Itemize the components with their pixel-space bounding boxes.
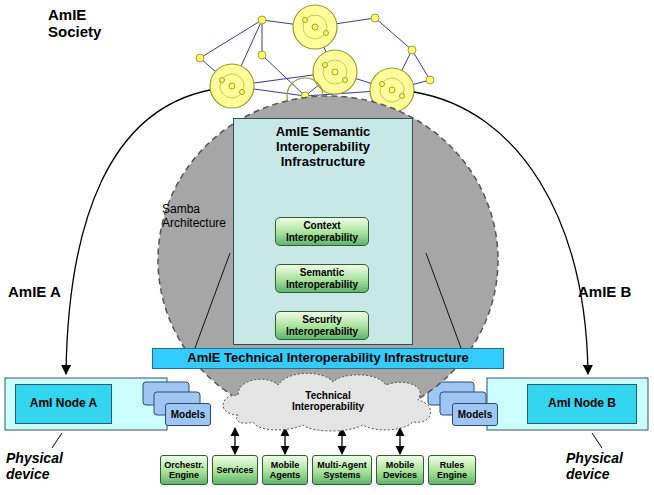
device-label: Physical device	[566, 450, 636, 482]
society-inner-rings	[220, 15, 404, 102]
component-box: Multi-Agent Systems	[312, 455, 372, 485]
technical-infrastructure-band: AmIE Technical Interoperability Infrastr…	[152, 348, 504, 369]
leader-line	[592, 433, 602, 448]
architecture-ellipse: Samba Architecture AmIE Semantic Interope…	[157, 95, 499, 425]
node-text: AmIE Semantic Interoperability Infrastru…	[237, 125, 409, 170]
interop-box: Security Interoperability	[275, 311, 369, 340]
node-text: AmIE Technical Interoperability Infrastr…	[187, 351, 469, 366]
node-text: Mobile Devices	[380, 460, 420, 481]
system-label: AmIE B	[578, 283, 648, 300]
society-label: AmIE Society	[48, 6, 128, 41]
component-box: Mobile Agents	[262, 455, 308, 485]
ami-node-box: AmI Node B	[527, 384, 637, 424]
ami-node-box: AmI Node A	[15, 384, 112, 424]
double-arrow	[284, 428, 285, 454]
node-text: Orchestr. Engine	[164, 460, 204, 481]
society-points	[196, 14, 434, 100]
node-text: Context Interoperability	[279, 220, 365, 243]
node-text: Models	[458, 409, 492, 421]
node-text: Multi-Agent Systems	[316, 460, 368, 481]
double-arrow	[399, 428, 400, 454]
node-text: AmI Node B	[548, 397, 616, 411]
technical-interoperability-cloud: Technical Interoperability	[218, 370, 438, 432]
node-text: Samba Architecture	[162, 203, 232, 231]
models-box: Models	[452, 403, 498, 426]
interop-box: Context Interoperability	[275, 217, 369, 246]
node-text: Technical Interoperability	[273, 390, 383, 413]
node-text: AmI Node A	[30, 397, 98, 411]
node-text: Security Interoperability	[279, 314, 365, 337]
component-box: Mobile Devices	[376, 455, 424, 485]
component-box: Rules Engine	[428, 455, 476, 485]
node-text: Models	[171, 409, 205, 421]
interop-box: Semantic Interoperability	[275, 264, 369, 293]
system-label: AmIE A	[8, 283, 78, 300]
leader-line	[52, 433, 62, 448]
component-box: Services	[212, 455, 258, 485]
models-box: Models	[165, 403, 211, 426]
node-housing	[487, 378, 648, 430]
component-box: Orchestr. Engine	[160, 455, 208, 485]
node-text: Semantic Interoperability	[279, 267, 365, 290]
node-text: Rules Engine	[432, 460, 472, 481]
device-label: Physical device	[6, 450, 76, 482]
node-text: Mobile Agents	[266, 460, 304, 481]
double-arrow	[341, 428, 342, 454]
double-arrow	[234, 428, 235, 454]
semantic-infrastructure-box: AmIE Semantic Interoperability Infrastru…	[233, 118, 413, 345]
node-text: Services	[216, 465, 253, 475]
